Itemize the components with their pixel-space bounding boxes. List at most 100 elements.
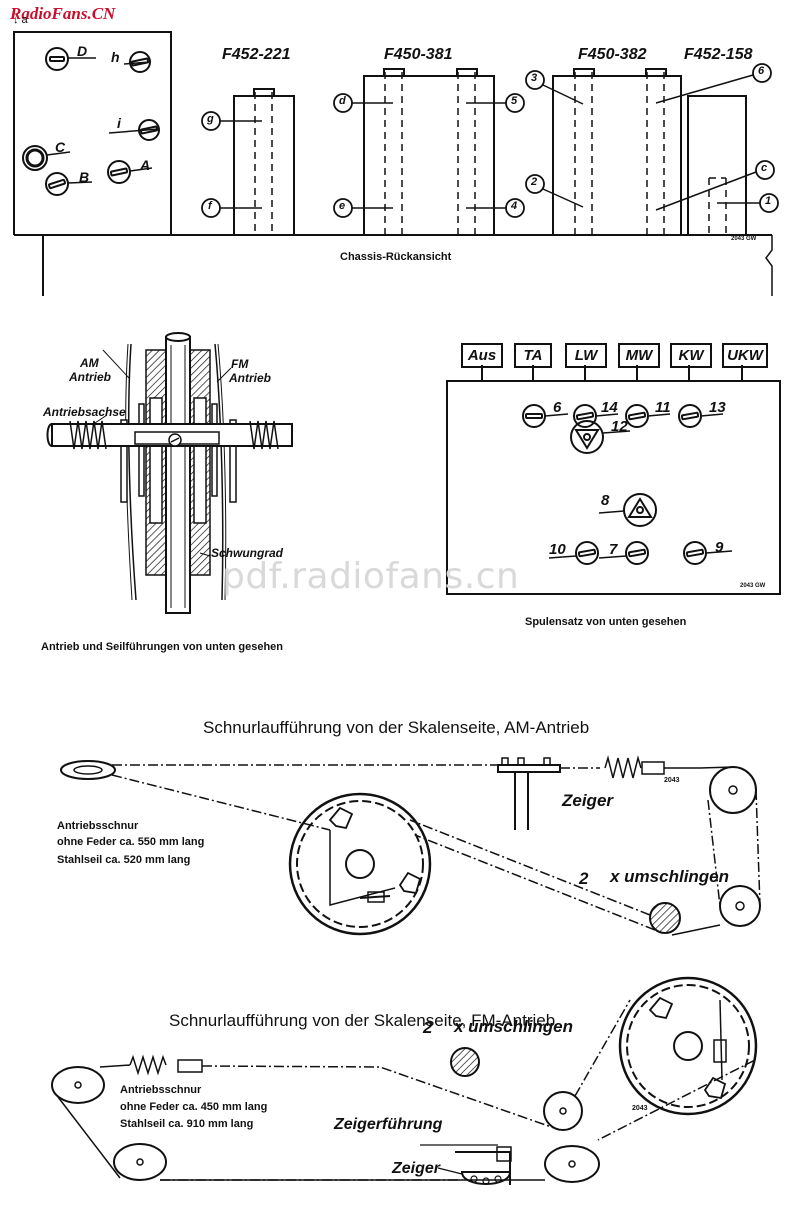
drive-shaft — [165, 336, 191, 614]
coil-can-f452-158 — [687, 95, 747, 236]
circle-label-2: 2 — [531, 176, 538, 188]
am-cord-line1: Antriebsschnur — [57, 820, 139, 832]
fm-left-top-pulley — [51, 1066, 105, 1104]
coil-num-11: 11 — [655, 399, 671, 416]
circle-label-f: f — [208, 200, 212, 212]
circle-label-c: c — [761, 162, 768, 174]
switch-ta: TA — [514, 343, 552, 368]
trimmer-screws-left — [22, 47, 160, 196]
fm-mid-pulley — [543, 1091, 583, 1131]
circle-label-e: e — [339, 200, 346, 212]
coil-num-10: 10 — [549, 541, 566, 558]
corner-mark: ↓ a — [13, 14, 28, 26]
coil-num-13: 13 — [709, 399, 726, 416]
drive-mechanism — [46, 332, 293, 614]
am-cord-diagram — [60, 755, 761, 936]
am-top-right-pulley — [709, 766, 757, 814]
chassis-caption: Chassis-Rückansicht — [340, 251, 452, 263]
switch-aus: Aus — [461, 343, 503, 368]
am-bottom-right-pulley — [719, 885, 761, 927]
am-wraps-text: x umschlingen — [610, 867, 730, 886]
left-leaders — [46, 57, 160, 184]
am-pointer-carrier — [497, 764, 561, 773]
pdf-watermark: pdf.radiofans.cn — [222, 556, 520, 597]
fm-pointer — [460, 1171, 512, 1185]
coil-can-f450-382 — [552, 75, 682, 236]
point-label-c: C — [55, 139, 66, 155]
am-code: 2043 — [664, 777, 680, 784]
coil-num-8: 8 — [601, 492, 610, 509]
am-cord-line3: Stahlseil ca. 520 mm lang — [57, 854, 191, 866]
screw-d — [45, 47, 69, 71]
point-label-b: B — [79, 169, 90, 185]
coil-num-12: 12 — [611, 418, 628, 435]
fm-spring — [129, 1054, 167, 1076]
am-label-line1: AM — [80, 356, 99, 370]
coil-title-2: F450-381 — [384, 46, 453, 63]
fm-section-title: Schnurlaufführung von der Skalenseite, F… — [169, 1011, 556, 1030]
fm-wraps-number: 2 — [423, 1018, 433, 1037]
chassis-code: 2043 GW — [731, 236, 757, 242]
switch-mw: MW — [618, 343, 660, 368]
fm-left-bottom-pulley — [113, 1143, 167, 1181]
fm-code: 2043 — [632, 1105, 648, 1112]
coilset-caption: Spulensatz von unten gesehen — [525, 616, 687, 628]
circle-label-g: g — [207, 113, 214, 125]
circle-label-d: d — [339, 95, 346, 107]
coil-cores — [254, 72, 727, 235]
fm-cord-line1: Antriebsschnur — [120, 1084, 202, 1096]
am-label-line2: Antrieb — [69, 370, 111, 384]
point-label-i: i — [117, 115, 121, 131]
circle-label-3: 3 — [531, 72, 538, 84]
coil-cans — [233, 75, 747, 236]
fm-cord-line3: Stahlseil ca. 910 mm lang — [120, 1118, 254, 1130]
point-label-h: h — [111, 49, 120, 65]
fm-drum — [618, 976, 758, 1116]
chassis-circles — [201, 63, 779, 218]
coil-num-7: 7 — [609, 541, 618, 558]
fm-wrap-pin — [450, 1047, 480, 1077]
fm-pointer-label: Zeiger — [392, 1160, 441, 1177]
am-wrap-pin — [649, 902, 681, 934]
coilset-leaders — [544, 413, 733, 559]
screw-a — [107, 160, 131, 184]
am-pointer-label: Zeiger — [562, 791, 614, 810]
am-cord — [127, 343, 137, 601]
coilset-triangle-trimmers — [570, 420, 657, 527]
am-left-pulley — [60, 760, 116, 780]
circle-label-4: 4 — [511, 200, 518, 212]
am-spring — [604, 755, 642, 779]
fm-right-bottom-pulley — [544, 1145, 600, 1183]
drive-caption: Antrieb und Seilführungen von unten gese… — [41, 641, 284, 653]
chassis-leaders — [220, 74, 760, 211]
site-watermark: RadioFans.CN — [10, 4, 116, 23]
point-label-d: D — [77, 43, 88, 59]
coilset-code: 2043 GW — [740, 583, 766, 589]
coil-num-9: 9 — [715, 539, 724, 556]
core-tops — [253, 68, 667, 97]
screw-c — [22, 145, 48, 171]
am-cord-line2: ohne Feder ca. 550 mm lang — [57, 836, 205, 848]
switch-kw: KW — [670, 343, 712, 368]
fm-label-line1: FM — [231, 357, 249, 371]
coil-title-4: F452-158 — [684, 46, 753, 63]
fm-pointer-guide-label: Zeigerführung — [334, 1116, 443, 1133]
circle-label-6: 6 — [758, 65, 765, 77]
coil-can-f452-221 — [233, 95, 295, 236]
fm-cord-diagram — [51, 976, 758, 1185]
circle-label-5: 5 — [511, 95, 518, 107]
screw-b — [45, 172, 69, 196]
fm-cord — [214, 343, 224, 601]
switch-ukw: UKW — [722, 343, 768, 368]
coil-can-f450-381 — [363, 75, 495, 236]
coil-num-6: 6 — [553, 399, 562, 416]
flywheel-label: Schwungrad — [211, 546, 284, 560]
fm-label-line2: Antrieb — [229, 371, 271, 385]
circle-label-1: 1 — [765, 195, 772, 207]
coil-num-14: 14 — [601, 399, 618, 416]
fm-cord-line2: ohne Feder ca. 450 mm lang — [120, 1101, 268, 1113]
coil-title-1: F452-221 — [222, 46, 291, 63]
am-wraps-number: 2 — [579, 869, 589, 888]
am-drum — [288, 792, 432, 936]
axle-label: Antriebsachse — [43, 405, 126, 419]
